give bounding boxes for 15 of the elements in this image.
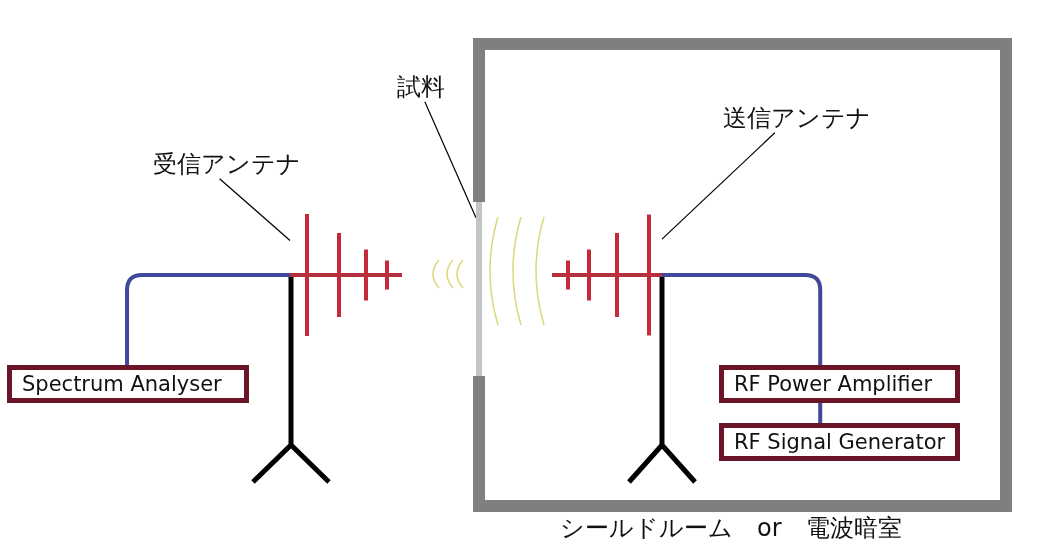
instrument-box: RF Power Amplifier (719, 365, 960, 403)
leader-line (661, 132, 776, 240)
antenna-label: 送信アンテナ (723, 104, 871, 133)
cable-line (662, 273, 823, 365)
antenna-label: 受信アンテナ (153, 150, 301, 179)
cable-line (125, 273, 290, 365)
sample-plate (476, 202, 482, 376)
leader-line (219, 178, 291, 242)
sample-label: 試料 (397, 73, 445, 102)
instrument-box: RF Signal Generator (719, 423, 960, 461)
instrument-box: Spectrum Analyser (7, 365, 249, 403)
leader-line (424, 101, 477, 219)
room-caption: シールドルーム or 電波暗室 (560, 514, 902, 543)
antenna-icon (290, 211, 403, 339)
cable-line (818, 403, 823, 423)
